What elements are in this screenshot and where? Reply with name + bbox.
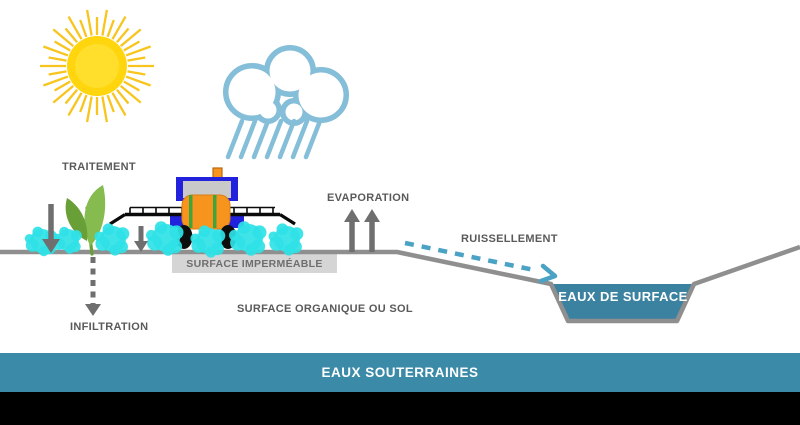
rain-lines-icon [225,118,323,160]
spray-cloud-icons [24,221,304,258]
impermeable-surface-label: SURFACE IMPERMÉABLE [186,257,323,270]
runoff-label: RUISSELLEMENT [461,233,558,245]
infiltration-arrow [85,257,101,316]
sun-icon [40,9,154,123]
organic-surface-label: SURFACE ORGANIQUE OU SOL [237,303,413,315]
treatment-label: TRAITEMENT [62,161,136,173]
surface-water-label: EAUX DE SURFACE [558,289,688,304]
infiltration-label: INFILTRATION [70,321,149,333]
tractor-window [183,181,231,198]
groundwater-banner: EAUX SOUTERRAINES [0,353,800,392]
surface-water-basin [551,284,694,321]
runoff-arrow [404,240,558,284]
evaporation-label: EVAPORATION [327,192,410,204]
rain-cloud-icon [223,45,349,160]
evaporation-arrows [344,209,380,252]
ground-profile-line [0,244,800,324]
plant-icon [65,185,106,256]
impermeable-surface-box: SURFACE IMPERMÉABLE [172,254,337,273]
sprayer-tractor-icon [109,167,296,249]
footer-bar [0,392,800,425]
groundwater-label: EAUX SOUTERRAINES [321,365,479,380]
treatment-arrows [42,204,148,253]
